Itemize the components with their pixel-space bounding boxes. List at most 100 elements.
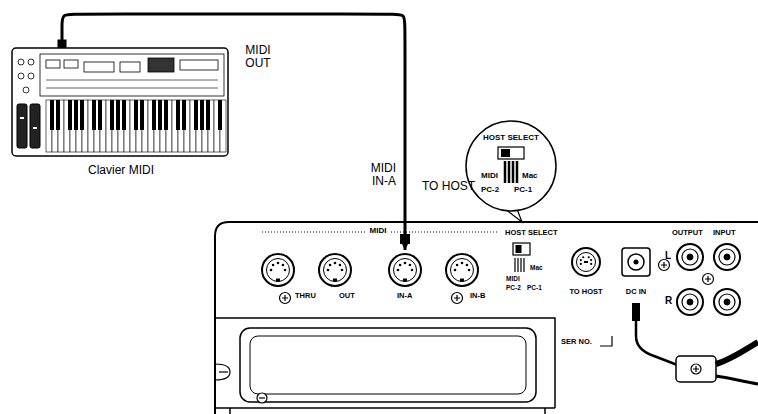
port-pin (334, 262, 337, 265)
switch-position: PC-1 (527, 284, 542, 291)
knob (28, 59, 34, 65)
cable-clamp (676, 356, 716, 382)
port-notch (403, 279, 407, 282)
black-key (218, 100, 222, 130)
port-pin (284, 269, 287, 272)
switch-position: PC-2 (481, 186, 499, 195)
port-label: IN-B (470, 292, 485, 300)
power-cable (716, 376, 758, 384)
switch-position: PC-2 (506, 284, 521, 291)
black-key (122, 100, 126, 130)
port-pin (580, 259, 582, 261)
black-key (98, 100, 102, 130)
port-ring (319, 254, 351, 286)
black-key (182, 100, 186, 130)
jack-label: OUTPUT (672, 229, 703, 237)
card-slot (240, 328, 536, 402)
screw (280, 293, 291, 304)
midi-cable (62, 14, 405, 250)
port-label: OUT (339, 292, 355, 300)
port-socket (394, 259, 417, 282)
port-pin (270, 269, 273, 272)
port-socket (577, 253, 596, 272)
port-notch (460, 279, 464, 282)
port-socket (451, 259, 474, 282)
switch-slider (501, 149, 510, 157)
latch (215, 364, 230, 380)
port-pin (339, 264, 342, 267)
channel-label: L (665, 250, 671, 261)
black-key (206, 100, 210, 130)
rca-jack (714, 289, 740, 315)
black-key (56, 100, 60, 130)
port-pin (272, 264, 275, 267)
port-label: THRU (295, 292, 316, 300)
keys (46, 100, 226, 152)
control-panel (40, 54, 224, 96)
jack-socket (628, 254, 644, 270)
port-ring (572, 248, 600, 276)
screw (659, 260, 670, 271)
port-pin (277, 262, 280, 265)
port-label: DC IN (626, 288, 646, 296)
black-key (134, 100, 138, 130)
port-pin (468, 269, 471, 272)
port-pin (329, 264, 332, 267)
button (64, 60, 78, 68)
black-key (140, 100, 144, 130)
port-pin (409, 264, 412, 267)
cable-label: MIDI OUT (239, 44, 277, 70)
black-key (116, 100, 120, 130)
screw (691, 364, 701, 374)
serial-label: SER NO. (561, 338, 592, 346)
port-ring (389, 254, 421, 286)
switch-position: PC-1 (514, 186, 532, 195)
port-pin (454, 269, 457, 272)
port-pin (582, 256, 584, 258)
button (46, 60, 60, 68)
panel-lines (46, 80, 218, 88)
port-notch (333, 279, 337, 282)
black-key (176, 100, 180, 130)
switch (513, 243, 530, 255)
screw (452, 293, 463, 304)
port-label: TO HOST (569, 288, 602, 296)
port-pin (282, 264, 285, 267)
midi-port: IN-A (365, 250, 455, 304)
rear-panel (215, 222, 758, 414)
power-cable (716, 342, 758, 364)
midi-keyboard: Clavier MIDI (10, 40, 232, 182)
cable-label: TO HOST (422, 180, 475, 193)
display (148, 58, 174, 72)
switch-position: Mac (522, 172, 538, 181)
port-label: IN-A (397, 292, 412, 300)
port-pin (397, 269, 400, 272)
black-key (200, 100, 204, 130)
black-key (152, 100, 156, 130)
black-key (92, 100, 96, 130)
port-shape (262, 254, 294, 286)
keyboard-case (12, 48, 228, 156)
switch-slider (516, 245, 522, 253)
device-name: Clavier MIDI (88, 164, 154, 177)
keyboard-drawing (12, 40, 228, 156)
port-shape (389, 254, 421, 286)
button-row (180, 60, 218, 70)
black-key (68, 100, 72, 130)
channel-label: R (665, 295, 672, 306)
pitch-wheel (17, 104, 27, 148)
midi-port: OUT (295, 250, 385, 304)
foot (230, 408, 545, 414)
rca-jack (714, 244, 740, 270)
housing-lines (215, 318, 555, 408)
screw (703, 274, 714, 285)
port-pin (590, 259, 592, 261)
switch-position: Mac (530, 264, 543, 271)
port-shape (622, 248, 650, 276)
port-socket (267, 259, 290, 282)
port-pin (411, 269, 414, 272)
black-key (80, 100, 84, 130)
